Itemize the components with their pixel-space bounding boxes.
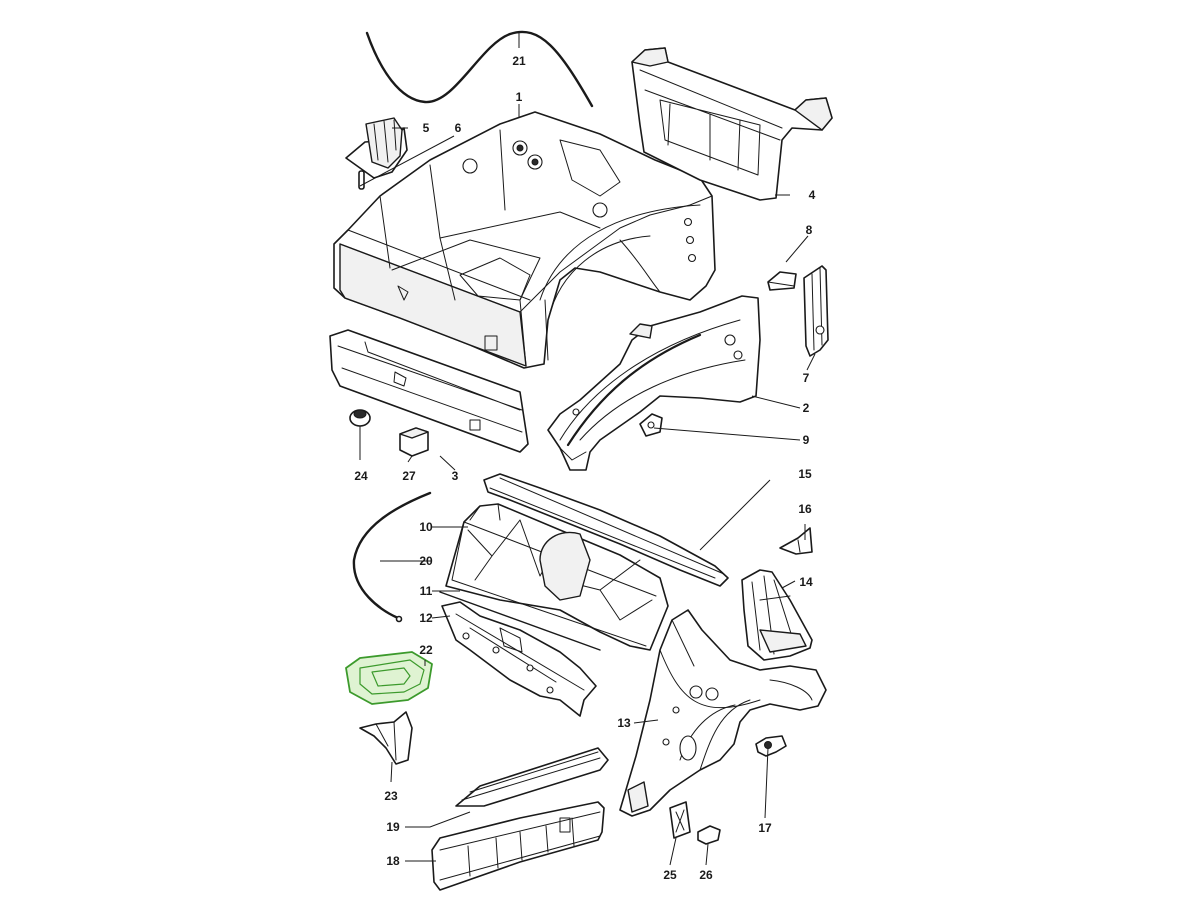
part-26-block[interactable] bbox=[697, 825, 721, 845]
part-15-cowl-panel[interactable] bbox=[483, 473, 729, 587]
callout-11: 11 bbox=[420, 584, 433, 598]
part-11-strip[interactable] bbox=[439, 591, 601, 651]
callout-23: 23 bbox=[384, 789, 398, 803]
leader-lines bbox=[359, 33, 816, 866]
callout-24: 24 bbox=[354, 469, 368, 483]
part-21-cable[interactable] bbox=[365, 30, 594, 108]
part-12-rear-panel[interactable] bbox=[441, 601, 597, 717]
part-27-block[interactable] bbox=[399, 427, 429, 457]
callout-4: 4 bbox=[809, 188, 816, 202]
callout-19: 19 bbox=[386, 820, 400, 834]
callout-20: 20 bbox=[419, 554, 433, 568]
callout-14: 14 bbox=[799, 575, 813, 589]
callout-26: 26 bbox=[699, 868, 713, 882]
callout-10: 10 bbox=[419, 520, 433, 534]
part-23-bracket[interactable] bbox=[359, 711, 413, 765]
part-17-bolt[interactable] bbox=[755, 735, 787, 757]
part-1-front-body-assembly[interactable] bbox=[333, 111, 716, 369]
callout-16: 16 bbox=[798, 502, 812, 516]
part-3-front-apron[interactable] bbox=[329, 329, 529, 453]
callout-27: 27 bbox=[402, 469, 416, 483]
part-25-bracket[interactable] bbox=[669, 801, 691, 839]
callout-18: 18 bbox=[386, 854, 400, 868]
part-20-cable[interactable] bbox=[352, 491, 432, 623]
callout-2: 2 bbox=[803, 401, 810, 415]
callout-labels: 21 1 5 6 4 8 7 2 9 24 27 3 15 16 10 20 1… bbox=[354, 54, 815, 882]
callout-1: 1 bbox=[516, 90, 523, 104]
callout-17: 17 bbox=[758, 821, 772, 835]
part-9-gasket-plate[interactable] bbox=[639, 413, 663, 437]
part-18-sill-panel[interactable] bbox=[431, 801, 605, 891]
callout-3: 3 bbox=[452, 469, 459, 483]
part-10-rear-frame[interactable] bbox=[445, 503, 669, 651]
part-22-tray-highlighted[interactable] bbox=[345, 651, 433, 705]
callout-15: 15 bbox=[798, 467, 812, 481]
callout-9: 9 bbox=[803, 433, 810, 447]
part-13-quarter-panel[interactable] bbox=[619, 609, 827, 817]
callout-12: 12 bbox=[419, 611, 433, 625]
part-2-inner-wheel-arch[interactable] bbox=[547, 295, 761, 471]
part-14-rear-pillar[interactable] bbox=[741, 569, 813, 661]
part-6-pin[interactable] bbox=[358, 170, 365, 190]
part-8-clip[interactable] bbox=[767, 271, 797, 291]
part-24-grommet[interactable] bbox=[349, 409, 371, 427]
part-4-firewall-panel[interactable] bbox=[631, 47, 833, 201]
callout-13: 13 bbox=[617, 716, 631, 730]
callout-7: 7 bbox=[803, 371, 810, 385]
part-16-bracket[interactable] bbox=[779, 527, 813, 555]
part-19-sill-strip[interactable] bbox=[455, 747, 609, 807]
callout-25: 25 bbox=[663, 868, 677, 882]
callout-8: 8 bbox=[806, 223, 813, 237]
callout-5: 5 bbox=[423, 121, 430, 135]
callout-22: 22 bbox=[419, 643, 433, 657]
part-7-pillar-bracket[interactable] bbox=[803, 265, 829, 357]
callout-6: 6 bbox=[455, 121, 462, 135]
part-5-bracket[interactable] bbox=[345, 117, 408, 179]
callout-21: 21 bbox=[512, 54, 526, 68]
